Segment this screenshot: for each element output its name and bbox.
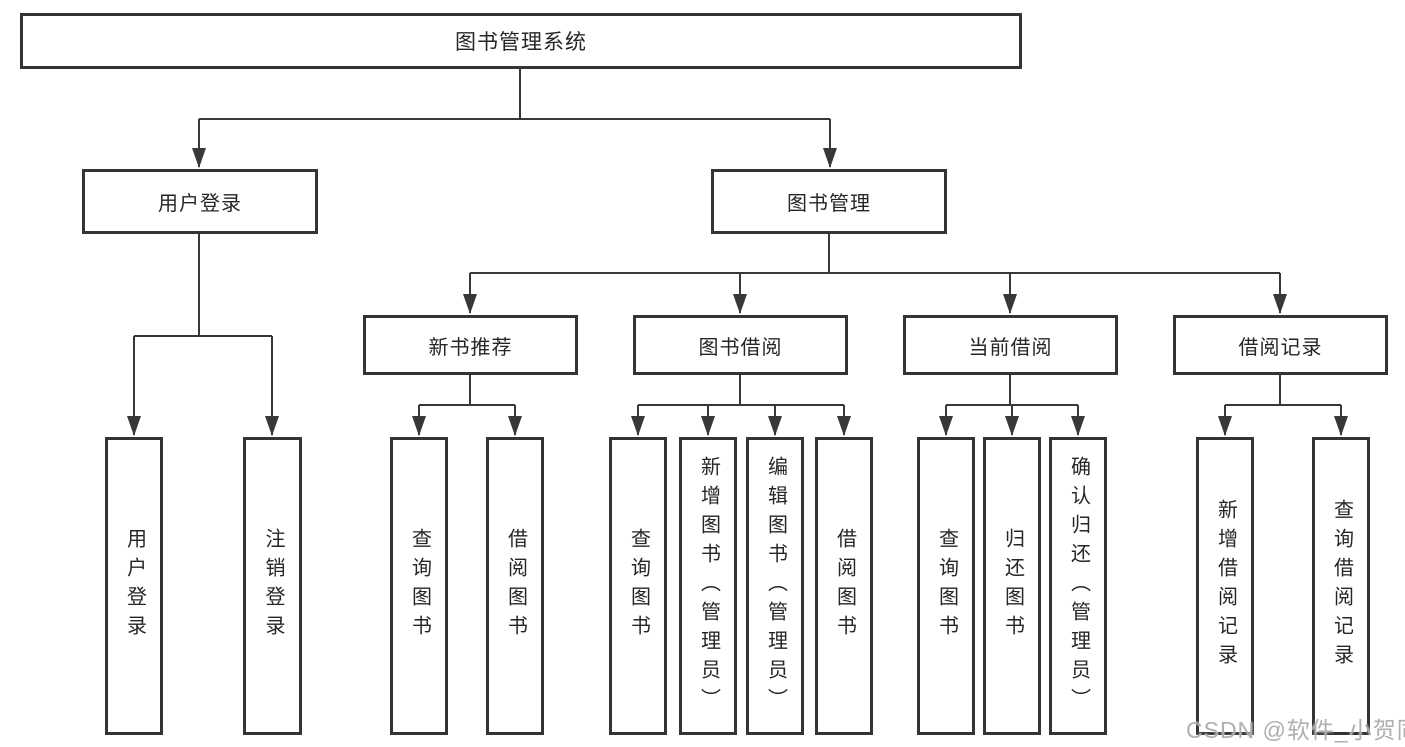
leaf-label: 查询图书 — [408, 528, 431, 644]
csdn-watermark: CSDN @软件_小贺同学 — [1186, 717, 1405, 743]
node-root-system: 图书管理系统 — [20, 13, 1022, 69]
leaf-edit-books-admin: 编辑图书（管理员） — [746, 437, 804, 735]
leaf-label: 新增图书（管理员） — [697, 455, 720, 717]
leaf-label: 编辑图书（管理员） — [764, 455, 787, 717]
node-label: 用户登录 — [158, 193, 242, 215]
node-borrow-records: 借阅记录 — [1173, 315, 1388, 375]
node-label: 图书管理系统 — [455, 31, 587, 54]
node-label: 当前借阅 — [968, 336, 1053, 359]
node-label: 借阅记录 — [1238, 336, 1323, 359]
leaf-label: 查询借阅记录 — [1330, 499, 1353, 673]
leaf-label: 借阅图书 — [504, 528, 527, 644]
leaf-label: 确认归还（管理员） — [1067, 455, 1090, 717]
node-book-management: 图书管理 — [711, 169, 947, 234]
node-label: 新书推荐 — [428, 336, 513, 359]
leaf-query-borrow-record: 查询借阅记录 — [1312, 437, 1370, 735]
leaf-newbooks-query-books: 查询图书 — [390, 437, 448, 735]
node-label: 图书管理 — [787, 193, 871, 215]
leaf-label: 查询图书 — [627, 528, 650, 644]
leaf-label: 借阅图书 — [833, 528, 856, 644]
leaf-borrow-books: 借阅图书 — [815, 437, 873, 735]
leaf-return-books: 归还图书 — [983, 437, 1041, 735]
leaf-add-books-admin: 新增图书（管理员） — [679, 437, 737, 735]
leaf-user-login: 用户登录 — [105, 437, 163, 735]
leaf-add-borrow-record: 新增借阅记录 — [1196, 437, 1254, 735]
node-label: 图书借阅 — [698, 336, 783, 359]
leaf-newbooks-borrow-books: 借阅图书 — [486, 437, 544, 735]
leaf-logout: 注销登录 — [243, 437, 302, 735]
leaf-label: 注销登录 — [262, 528, 284, 644]
node-current-borrow: 当前借阅 — [903, 315, 1118, 375]
node-user-login: 用户登录 — [82, 169, 318, 234]
leaf-label: 查询图书 — [935, 528, 958, 644]
leaf-current-query-books: 查询图书 — [917, 437, 975, 735]
leaf-label: 用户登录 — [123, 528, 146, 644]
leaf-label: 新增借阅记录 — [1214, 499, 1237, 673]
leaf-confirm-return-admin: 确认归还（管理员） — [1049, 437, 1107, 735]
leaf-borrow-query-books: 查询图书 — [609, 437, 667, 735]
node-new-book-recommend: 新书推荐 — [363, 315, 578, 375]
leaf-label: 归还图书 — [1001, 528, 1024, 644]
node-book-borrow: 图书借阅 — [633, 315, 848, 375]
